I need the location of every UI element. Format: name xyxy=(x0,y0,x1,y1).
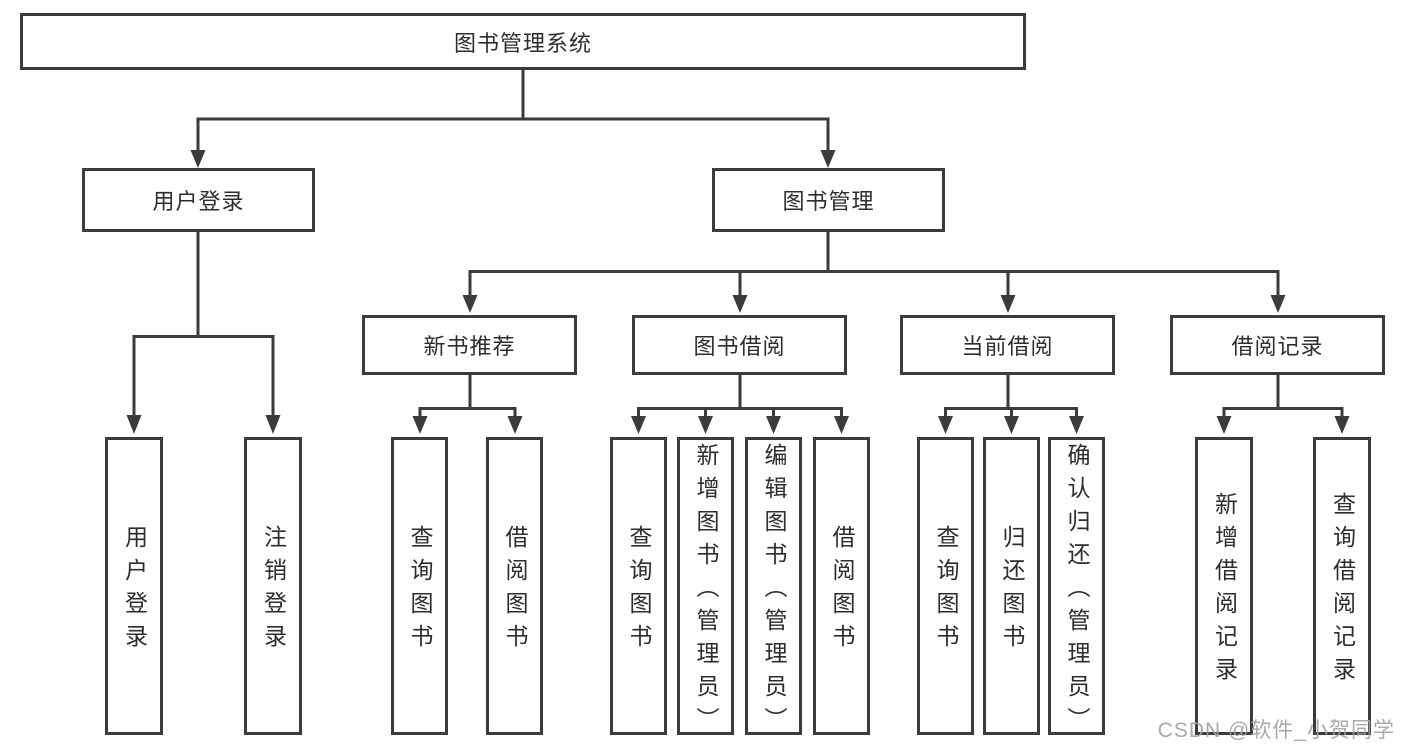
node-label: 新增图书（管理员） xyxy=(693,442,719,740)
node-new-book-recommend: 新书推荐 xyxy=(362,315,577,375)
arrow-down-icon xyxy=(462,295,478,313)
node-query-books-current: 查询图书 xyxy=(917,437,974,735)
node-borrowing-records: 借阅记录 xyxy=(1170,315,1385,375)
node-label: 图书管理系统 xyxy=(453,30,592,56)
node-label: 编辑图书（管理员） xyxy=(761,442,787,740)
node-user-login: 用户登录 xyxy=(82,168,315,232)
arrow-down-icon xyxy=(631,416,646,434)
node-logout-leaf: 注销登录 xyxy=(244,437,302,735)
node-book-borrowing: 图书借阅 xyxy=(632,315,847,375)
arrow-down-icon xyxy=(1334,416,1350,434)
node-label: 新书推荐 xyxy=(423,334,516,359)
arrow-down-icon xyxy=(834,416,849,434)
arrow-down-icon xyxy=(766,416,781,434)
node-label: 图书管理 xyxy=(782,189,875,214)
arrow-down-icon xyxy=(1000,295,1016,313)
node-query-books-borrowing: 查询图书 xyxy=(610,437,667,735)
arrow-down-icon xyxy=(820,150,836,168)
node-label: 借阅图书 xyxy=(502,525,528,657)
node-return-books: 归还图书 xyxy=(983,437,1040,735)
node-label: 当前借阅 xyxy=(961,334,1054,359)
arrow-down-icon xyxy=(938,416,953,434)
arrow-down-icon xyxy=(507,416,523,434)
node-label: 查询借阅记录 xyxy=(1329,492,1356,690)
node-label: 用户登录 xyxy=(121,525,148,657)
node-book-management: 图书管理 xyxy=(712,168,945,232)
node-label: 借阅记录 xyxy=(1231,334,1324,359)
node-label: 查询图书 xyxy=(933,525,959,657)
arrow-down-icon xyxy=(265,415,281,434)
node-query-books-recommend: 查询图书 xyxy=(391,437,448,735)
node-user-login-leaf: 用户登录 xyxy=(105,437,163,735)
arrow-down-icon xyxy=(732,295,748,313)
node-query-borrow-record: 查询借阅记录 xyxy=(1313,437,1371,735)
csdn-watermark: CSDN @软件_小贺同学 xyxy=(1157,719,1395,742)
node-label: 用户登录 xyxy=(152,189,245,214)
node-label: 图书借阅 xyxy=(693,334,786,359)
arrow-down-icon xyxy=(1069,416,1084,434)
node-label: 新增借阅记录 xyxy=(1211,492,1238,690)
node-borrow-books-recommend: 借阅图书 xyxy=(486,437,543,735)
node-label: 查询图书 xyxy=(407,525,433,657)
node-label: 注销登录 xyxy=(260,525,287,657)
arrowheads xyxy=(126,150,1350,434)
node-library-system: 图书管理系统 xyxy=(20,13,1026,70)
arrow-down-icon xyxy=(126,415,142,434)
node-confirm-return-admin: 确认归还（管理员） xyxy=(1048,437,1105,740)
node-add-borrow-record: 新增借阅记录 xyxy=(1195,437,1253,735)
node-borrow-books-borrowing: 借阅图书 xyxy=(813,437,870,735)
arrow-down-icon xyxy=(698,416,713,434)
arrow-down-icon xyxy=(1270,295,1286,313)
node-label: 归还图书 xyxy=(999,525,1025,657)
node-current-borrowing: 当前借阅 xyxy=(900,315,1115,375)
node-label: 借阅图书 xyxy=(829,525,855,657)
arrow-down-icon xyxy=(190,150,206,168)
arrow-down-icon xyxy=(1216,416,1232,434)
node-edit-book-admin: 编辑图书（管理员） xyxy=(745,437,802,740)
arrow-down-icon xyxy=(1004,416,1019,434)
node-label: 确认归还（管理员） xyxy=(1064,442,1090,740)
arrow-down-icon xyxy=(412,416,428,434)
node-add-book-admin: 新增图书（管理员） xyxy=(677,437,734,740)
node-label: 查询图书 xyxy=(626,525,652,657)
